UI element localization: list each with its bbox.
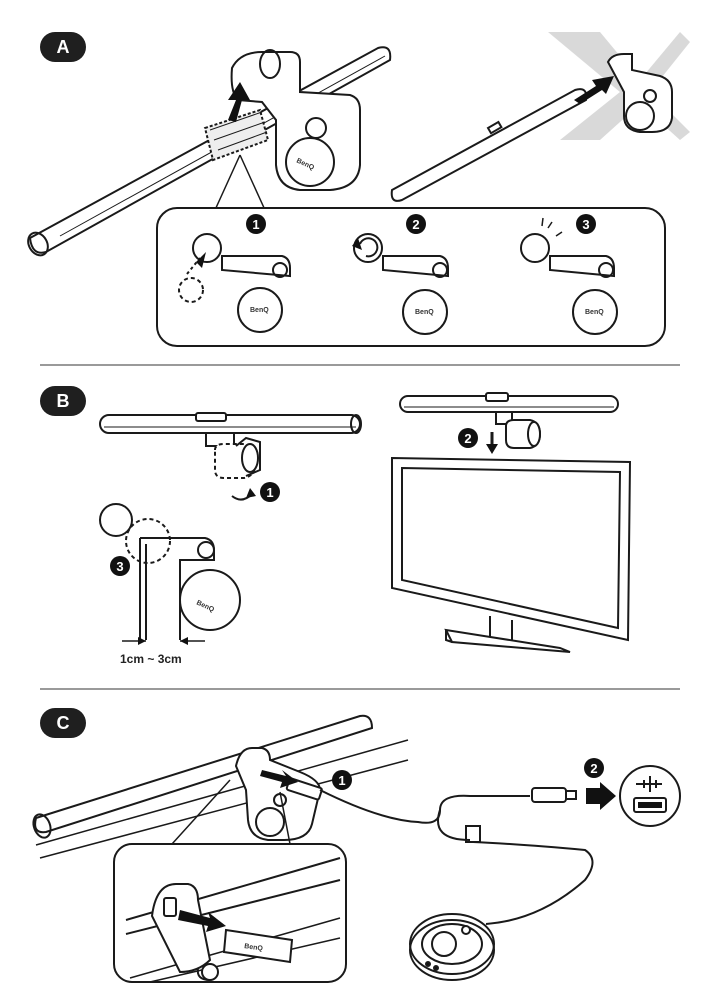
a-step-3-badge: 3 — [576, 214, 596, 234]
b-clamp-rotation — [99, 412, 362, 501]
b-step-3-badge: 3 — [110, 556, 130, 576]
svg-text:BenQ: BenQ — [585, 309, 604, 316]
b-monitor-mounting — [391, 392, 632, 653]
a-wrong-insertion — [390, 32, 690, 202]
section-c-badge: C — [40, 708, 86, 738]
section-b-badge: B — [40, 386, 86, 416]
c-usb-connection — [32, 714, 681, 981]
c-inset-detail: BenQ — [113, 843, 347, 983]
b-step-1-badge: 1 — [260, 482, 280, 502]
a-step-1-badge: 1 — [246, 214, 266, 234]
svg-text:BenQ: BenQ — [415, 309, 434, 316]
divider-a-b — [40, 364, 680, 366]
a-step-2-badge: 2 — [406, 214, 426, 234]
clearance-label: 1cm ~ 3cm — [120, 652, 182, 666]
c-step-1-badge: 1 — [332, 770, 352, 790]
svg-text:BenQ: BenQ — [250, 307, 269, 314]
divider-b-c — [40, 688, 680, 690]
c-step-2-badge: 2 — [584, 758, 604, 778]
b-step-2-badge: 2 — [458, 428, 478, 448]
a-detail-callout: BenQ BenQ BenQ — [156, 207, 666, 347]
a-lightbar-mounting: BenQ — [27, 46, 392, 257]
b-clearance-detail: BenQ — [99, 503, 241, 645]
svg-text:BenQ: BenQ — [244, 943, 264, 953]
section-a-badge: A — [40, 32, 86, 62]
